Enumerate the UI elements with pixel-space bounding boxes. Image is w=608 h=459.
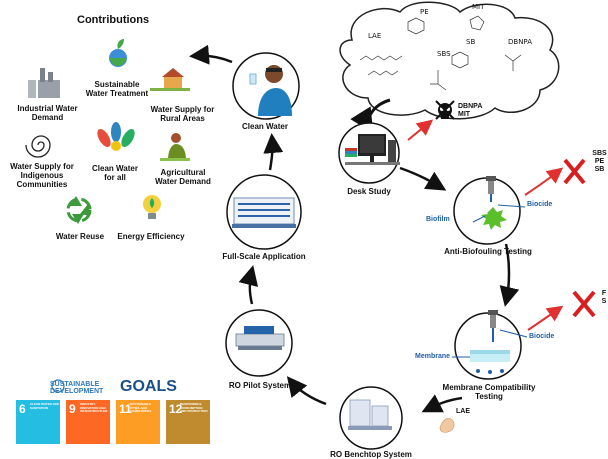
- toxic-chemicals-label: DBNPA MIT: [458, 103, 483, 118]
- chemical-label: SB: [466, 38, 476, 46]
- contributions-title: Contributions: [77, 14, 150, 26]
- reject-cross-icon-2: [572, 290, 596, 318]
- farmer-icon: [160, 133, 190, 161]
- rejected-chemicals-label-2: F S: [601, 290, 607, 305]
- anti-biofouling-label: Anti-Biofouling Testing: [444, 247, 532, 256]
- sdg-header-b: DEVELOPMENT: [50, 388, 104, 395]
- full-scale-plant-icon: [232, 197, 296, 228]
- factory-icon: [28, 68, 60, 98]
- lae-tag-label: LAE: [456, 408, 470, 415]
- sdg-tile-text: RESPONSIBLE CONSUMPTION AND PRODUCTION: [180, 402, 208, 413]
- chemical-cloud: [339, 1, 560, 120]
- membrane-label: Membrane: [415, 353, 451, 360]
- chemical-label: SBS: [437, 50, 451, 58]
- contribution-label: Energy Efficiency: [117, 232, 185, 241]
- biocide-label-2: Biocide: [529, 333, 555, 340]
- recycle-icon: [66, 196, 92, 224]
- person-drinking-icon: [249, 65, 292, 116]
- sdg-tile-number: 12: [169, 402, 183, 416]
- sdg-tile-9: 9 INDUSTRY, INNOVATION AND INFRASTRUCTURE: [66, 400, 110, 444]
- contribution-label: Water Supply for Rural Areas: [150, 105, 215, 123]
- sdg-goals-word: GOALS: [120, 378, 177, 395]
- clean-water-label: Clean Water: [242, 122, 288, 131]
- benchtop-apparatus-icon: [348, 399, 392, 430]
- contribution-label: Water Reuse: [55, 232, 105, 241]
- sdg-header: SUSTAINABLE DEVELOPMENT: [50, 381, 103, 395]
- sdg-header-a: SUSTAINABLE: [50, 381, 100, 388]
- molecule-structures-icon: [359, 15, 522, 91]
- desk-study-label: Desk Study: [347, 187, 391, 196]
- reject-cross-icon: [563, 158, 586, 185]
- contribution-label: Agricultural Water Demand: [155, 168, 211, 186]
- sdg-tile-text: CLEAN WATER AND SANITATION: [30, 402, 59, 410]
- lightbulb-icon: [143, 195, 161, 219]
- spiral-icon: [25, 135, 51, 158]
- contribution-label: Water Supply for Indigenous Communities: [10, 162, 74, 189]
- farm-house-icon: [150, 68, 190, 91]
- chemical-label: LAE: [368, 32, 382, 40]
- sdg-tile-6: 6 CLEAN WATER AND SANITATION: [16, 400, 60, 444]
- contribution-label: Sustainable Water Treatment: [85, 80, 149, 98]
- biofilm-label: Biofilm: [426, 216, 450, 223]
- globe-plant-icon: [109, 39, 127, 67]
- ro-pilot-label: RO Pilot System: [228, 381, 292, 390]
- membrane-compat-label: Membrane Compatibility Testing: [442, 383, 536, 401]
- biofilm-dropper-icon: [481, 176, 507, 230]
- chemical-label: MIT: [472, 3, 485, 11]
- skull-icon: [435, 100, 455, 120]
- sdg-tile-number: 6: [19, 402, 26, 416]
- ro-benchtop-circle: [339, 386, 403, 450]
- un-emblem-icon: [51, 379, 65, 393]
- contribution-label: Industrial Water Demand: [17, 104, 78, 122]
- anti-biofouling-circle: [453, 177, 521, 245]
- sdg-tile-number: 11: [119, 402, 132, 416]
- full-scale-label: Full-Scale Application: [222, 252, 306, 261]
- ro-benchtop-label: RO Benchtop System: [330, 450, 412, 459]
- sdg-tile-text: SUSTAINABLE CITIES AND COMMUNITIES: [130, 402, 152, 413]
- membrane-compat-circle: [454, 312, 522, 380]
- chemical-label: PE: [420, 8, 429, 16]
- membrane-dropper-icon: [470, 310, 510, 374]
- hands-icon: [97, 122, 135, 151]
- sdg-tile-text: INDUSTRY, INNOVATION AND INFRASTRUCTURE: [80, 402, 108, 413]
- pilot-system-icon: [235, 326, 285, 350]
- rejected-chemicals-label: SBS PE SB: [592, 150, 607, 173]
- chemical-label: DBNPA: [508, 38, 532, 46]
- sdg-tile-number: 9: [69, 402, 76, 416]
- contribution-label: Clean Water for all: [92, 164, 138, 182]
- biocide-label: Biocide: [527, 201, 553, 208]
- flexed-arm-icon: [439, 418, 455, 433]
- computer-books-icon: [345, 134, 400, 165]
